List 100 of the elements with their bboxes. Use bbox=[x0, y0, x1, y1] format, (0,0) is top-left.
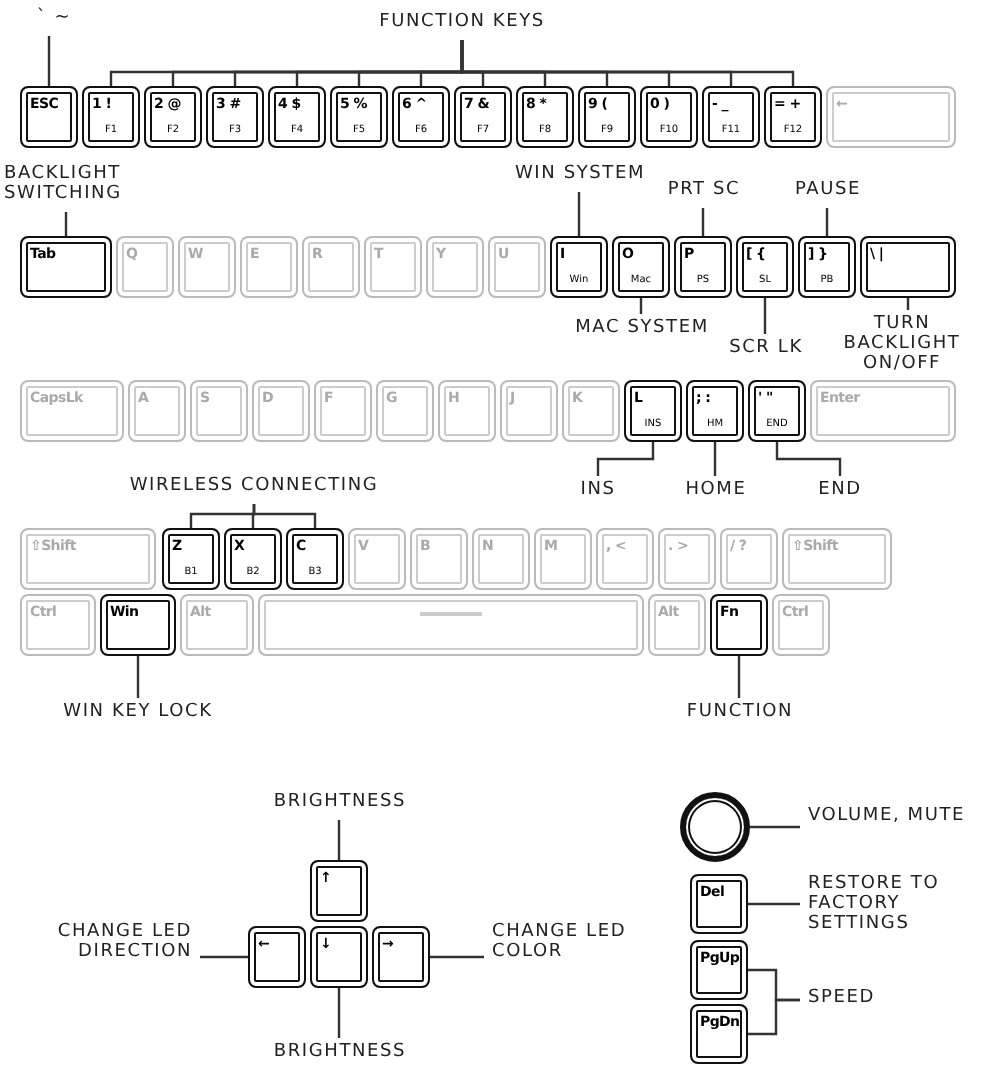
keyboard-key bbox=[20, 380, 124, 442]
keyboard-key bbox=[736, 236, 794, 298]
keyboard-key bbox=[686, 380, 744, 442]
callout-label: INS bbox=[558, 480, 638, 500]
keyboard-key bbox=[20, 594, 96, 656]
keyboard-key bbox=[252, 380, 310, 442]
leader-line bbox=[47, 36, 51, 86]
keyboard-key bbox=[748, 380, 806, 442]
leader-line bbox=[200, 955, 248, 959]
keyboard-key bbox=[798, 236, 856, 298]
callout-label: RESTORE TO FACTORY SETTINGS bbox=[808, 874, 984, 934]
callout-label: VOLUME, MUTE bbox=[808, 806, 980, 826]
leader-line bbox=[748, 902, 800, 906]
keyboard-key bbox=[782, 528, 892, 590]
keyboard-key bbox=[268, 86, 326, 148]
keyboard-key bbox=[578, 86, 636, 148]
keyboard-key bbox=[500, 380, 558, 442]
leader-line bbox=[337, 820, 341, 860]
keyboard-key bbox=[624, 380, 682, 442]
callout-label: CHANGE LED COLOR bbox=[492, 922, 652, 962]
keyboard-key bbox=[534, 528, 592, 590]
keyboard-key bbox=[258, 594, 644, 656]
keyboard-key bbox=[826, 86, 956, 148]
leader-line bbox=[763, 298, 767, 334]
keyboard-key bbox=[488, 236, 546, 298]
keyboard-key bbox=[550, 236, 608, 298]
keyboard-key bbox=[392, 86, 450, 148]
keyboard-key bbox=[248, 926, 306, 988]
keyboard-key bbox=[20, 86, 78, 148]
keyboard-key bbox=[562, 380, 620, 442]
leader-line bbox=[337, 988, 341, 1038]
keyboard-key bbox=[674, 236, 732, 298]
keyboard-key bbox=[690, 874, 748, 934]
leader-line bbox=[577, 192, 581, 236]
leader-line bbox=[430, 955, 484, 959]
keyboard-key bbox=[438, 380, 496, 442]
leader-line bbox=[713, 442, 717, 476]
keyboard-key bbox=[702, 86, 760, 148]
keyboard-key bbox=[128, 380, 186, 442]
keyboard-key bbox=[144, 86, 202, 148]
keyboard-key bbox=[720, 528, 778, 590]
keyboard-key bbox=[180, 594, 254, 656]
callout-label: WIN KEY LOCK bbox=[38, 702, 238, 722]
keyboard-key bbox=[612, 236, 670, 298]
keyboard-key bbox=[82, 86, 140, 148]
keyboard-key bbox=[376, 380, 434, 442]
keyboard-key bbox=[690, 940, 748, 1000]
callout-label: FUNCTION KEYS bbox=[310, 12, 614, 32]
keyboard-key bbox=[302, 236, 360, 298]
bracket bbox=[460, 40, 795, 86]
callout-label: BRIGHTNESS bbox=[250, 792, 430, 812]
leader-line bbox=[64, 212, 68, 236]
leader-line bbox=[775, 442, 842, 476]
leader-line bbox=[825, 208, 829, 236]
callout-label: BACKLIGHT SWITCHING bbox=[4, 164, 172, 204]
leader-line bbox=[596, 442, 655, 476]
keyboard-key bbox=[190, 380, 248, 442]
keyboard-key bbox=[206, 86, 264, 148]
keyboard-key bbox=[772, 594, 830, 656]
bracket bbox=[252, 504, 317, 528]
keyboard-key bbox=[364, 236, 422, 298]
keyboard-key bbox=[100, 594, 176, 656]
keyboard-key bbox=[454, 86, 512, 148]
keyboard-key bbox=[372, 926, 430, 988]
keyboard-key bbox=[20, 236, 112, 298]
keyboard-key bbox=[178, 236, 236, 298]
keyboard-key bbox=[224, 528, 282, 590]
keyboard-key bbox=[286, 528, 344, 590]
callout-label: MAC SYSTEM bbox=[566, 318, 718, 338]
callout-label: END bbox=[800, 480, 880, 500]
callout-label: WIN SYSTEM bbox=[512, 164, 648, 184]
bracket bbox=[748, 998, 800, 1036]
keyboard-key bbox=[658, 528, 716, 590]
callout-label: WIRELESS CONNECTING bbox=[104, 476, 404, 496]
keyboard-key bbox=[240, 236, 298, 298]
keyboard-key bbox=[310, 860, 368, 922]
callout-label: BRIGHTNESS bbox=[250, 1042, 430, 1062]
keyboard-key bbox=[810, 380, 956, 442]
keyboard-key bbox=[640, 86, 698, 148]
keyboard-key bbox=[410, 528, 468, 590]
keyboard-key bbox=[860, 236, 956, 298]
keyboard-key bbox=[764, 86, 822, 148]
keyboard-key bbox=[472, 528, 530, 590]
leader-line bbox=[737, 656, 741, 698]
keyboard-key bbox=[330, 86, 388, 148]
knob bbox=[680, 792, 750, 862]
leader-line bbox=[701, 208, 705, 236]
keyboard-key bbox=[516, 86, 574, 148]
leader-line bbox=[136, 656, 140, 698]
callout-label: HOME bbox=[660, 480, 772, 500]
leader-line bbox=[750, 825, 800, 829]
callout-label: ` ~ bbox=[24, 8, 84, 28]
keyboard-key bbox=[116, 236, 174, 298]
keyboard-key bbox=[596, 528, 654, 590]
keyboard-key bbox=[426, 236, 484, 298]
keyboard-key bbox=[348, 528, 406, 590]
callout-label: FUNCTION bbox=[658, 702, 822, 722]
keyboard-key bbox=[690, 1004, 748, 1064]
callout-label: SPEED bbox=[808, 988, 928, 1008]
keyboard-key bbox=[20, 528, 156, 590]
